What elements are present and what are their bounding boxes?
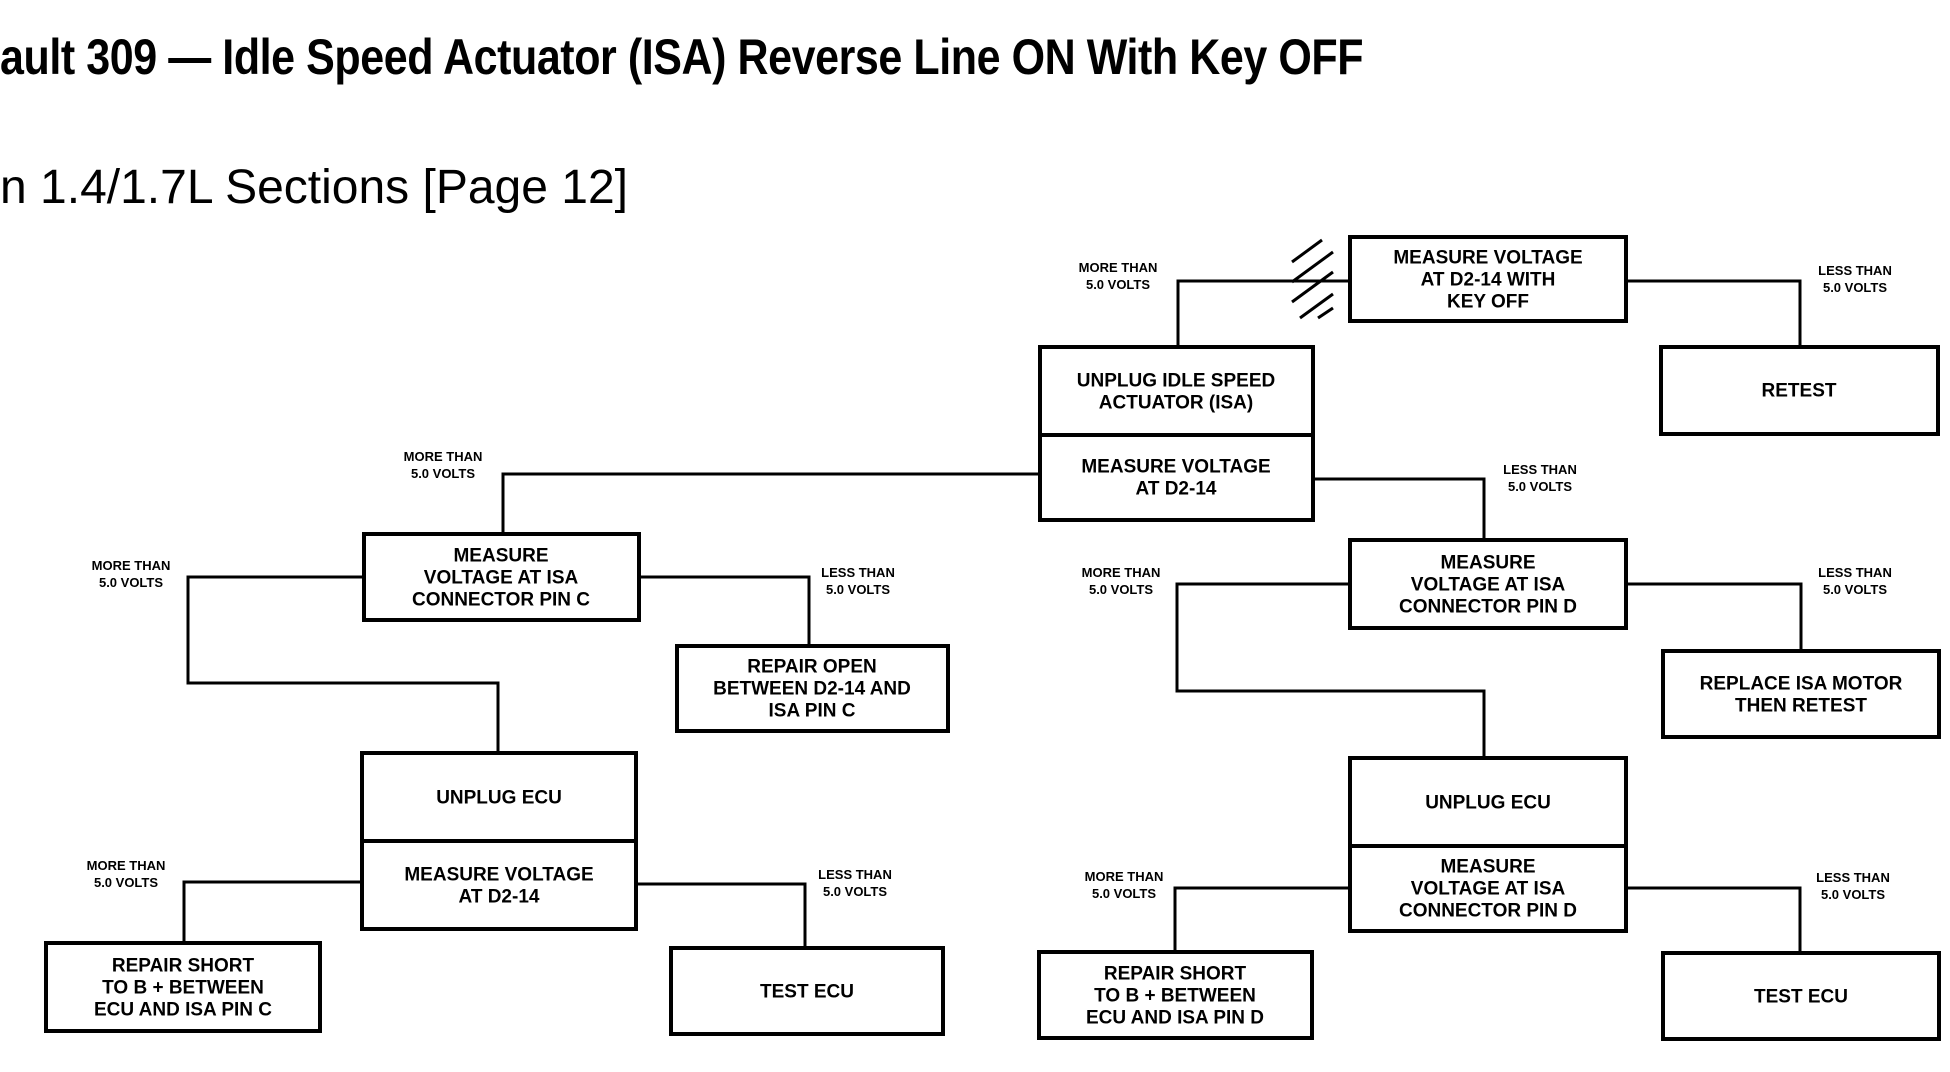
condition-label-c4: LESS THAN 5.0 VOLTS [1503, 462, 1577, 494]
condition-label-line: LESS THAN [1818, 263, 1892, 278]
condition-label-line: MORE THAN [92, 558, 171, 573]
hatch-marker [1291, 238, 1334, 320]
box-label-line: UNPLUG IDLE SPEED [1077, 371, 1275, 392]
condition-label-c12: LESS THAN 5.0 VOLTS [1816, 870, 1890, 902]
box-label-line: TO B + BETWEEN [1094, 986, 1256, 1007]
box-label-line: CONNECTOR PIN D [1399, 597, 1577, 618]
condition-label-c2: LESS THAN 5.0 VOLTS [1818, 263, 1892, 295]
condition-label-line: 5.0 VOLTS [94, 875, 158, 890]
box-label-line: AT D2-14 [1136, 479, 1217, 500]
box-label-line: BETWEEN D2-14 AND [713, 679, 911, 700]
box-label-line: TO B + BETWEEN [102, 978, 264, 999]
condition-label-line: 5.0 VOLTS [823, 884, 887, 899]
box-label-b7: UNPLUG ECU [436, 788, 562, 809]
box-label-line: AT D2-14 WITH [1421, 270, 1556, 291]
condition-label-line: 5.0 VOLTS [1821, 887, 1885, 902]
box-label-line: MEASURE [453, 546, 548, 567]
diagram-boxes [44, 235, 1941, 1041]
box-label-line: ACTUATOR (ISA) [1099, 393, 1253, 414]
condition-label-line: MORE THAN [1079, 260, 1158, 275]
condition-label-line: 5.0 VOLTS [1089, 582, 1153, 597]
condition-label-c11: MORE THAN 5.0 VOLTS [1085, 869, 1164, 901]
condition-label-c7: MORE THAN 5.0 VOLTS [1082, 565, 1161, 597]
box-label-line: REPLACE ISA MOTOR [1700, 674, 1903, 695]
box-label-line: THEN RETEST [1735, 696, 1867, 717]
box-label-line: ISA PIN C [769, 701, 856, 722]
box-label-line: CONNECTOR PIN D [1399, 901, 1577, 922]
condition-label-line: MORE THAN [87, 858, 166, 873]
box-label-line: RETEST [1762, 381, 1837, 402]
box-label-line: TEST ECU [760, 982, 854, 1003]
condition-label-line: 5.0 VOLTS [1086, 277, 1150, 292]
condition-label-line: 5.0 VOLTS [99, 575, 163, 590]
box-label-line: ECU AND ISA PIN D [1086, 1008, 1264, 1029]
condition-label-line: LESS THAN [1503, 462, 1577, 477]
condition-label-c9: MORE THAN 5.0 VOLTS [87, 858, 166, 890]
condition-label-c1: MORE THAN 5.0 VOLTS [1079, 260, 1158, 292]
condition-label-c5: MORE THAN 5.0 VOLTS [92, 558, 171, 590]
box-label-line: MEASURE VOLTAGE [404, 865, 593, 886]
condition-label-c6: LESS THAN 5.0 VOLTS [821, 565, 895, 597]
condition-label-line: MORE THAN [1085, 869, 1164, 884]
box-label-b16: TEST ECU [1754, 987, 1848, 1008]
condition-label-line: 5.0 VOLTS [1823, 280, 1887, 295]
condition-label-line: LESS THAN [1818, 565, 1892, 580]
box-label-line: CONNECTOR PIN C [412, 590, 590, 611]
box-label-line: REPAIR SHORT [1104, 964, 1247, 985]
box-label-line: VOLTAGE AT ISA [424, 568, 579, 589]
condition-label-c3: MORE THAN 5.0 VOLTS [404, 449, 483, 481]
condition-label-line: LESS THAN [818, 867, 892, 882]
connector-lines [182, 279, 1803, 953]
condition-label-line: 5.0 VOLTS [411, 466, 475, 481]
condition-label-line: 5.0 VOLTS [826, 582, 890, 597]
box-label-line: UNPLUG ECU [436, 788, 562, 809]
condition-label-line: MORE THAN [404, 449, 483, 464]
box-label-line: VOLTAGE AT ISA [1411, 879, 1566, 900]
box-label-line: MEASURE [1440, 857, 1535, 878]
box-label-line: VOLTAGE AT ISA [1411, 575, 1566, 596]
box-label-line: TEST ECU [1754, 987, 1848, 1008]
box-label-line: ECU AND ISA PIN C [94, 1000, 272, 1021]
box-label-line: KEY OFF [1447, 292, 1529, 313]
box-label-b2: RETEST [1762, 381, 1837, 402]
page-title: ault 309 — Idle Speed Actuator (ISA) Rev… [0, 29, 1364, 85]
box-label-b10: TEST ECU [760, 982, 854, 1003]
condition-label-line: 5.0 VOLTS [1508, 479, 1572, 494]
box-label-line: AT D2-14 [459, 887, 540, 908]
condition-label-line: 5.0 VOLTS [1823, 582, 1887, 597]
condition-label-line: 5.0 VOLTS [1092, 886, 1156, 901]
box-label-line: MEASURE VOLTAGE [1393, 248, 1582, 269]
condition-label-c10: LESS THAN 5.0 VOLTS [818, 867, 892, 899]
condition-label-line: LESS THAN [821, 565, 895, 580]
condition-label-line: MORE THAN [1082, 565, 1161, 580]
box-label-line: REPAIR SHORT [112, 956, 255, 977]
page-subtitle: n 1.4/1.7L Sections [Page 12] [0, 161, 629, 214]
condition-label-line: LESS THAN [1816, 870, 1890, 885]
box-label-line: REPAIR OPEN [747, 657, 877, 678]
condition-label-c8: LESS THAN 5.0 VOLTS [1818, 565, 1892, 597]
box-label-line: MEASURE VOLTAGE [1081, 457, 1270, 478]
box-label-line: MEASURE [1440, 553, 1535, 574]
box-label-b13: UNPLUG ECU [1425, 793, 1551, 814]
box-label-line: UNPLUG ECU [1425, 793, 1551, 814]
